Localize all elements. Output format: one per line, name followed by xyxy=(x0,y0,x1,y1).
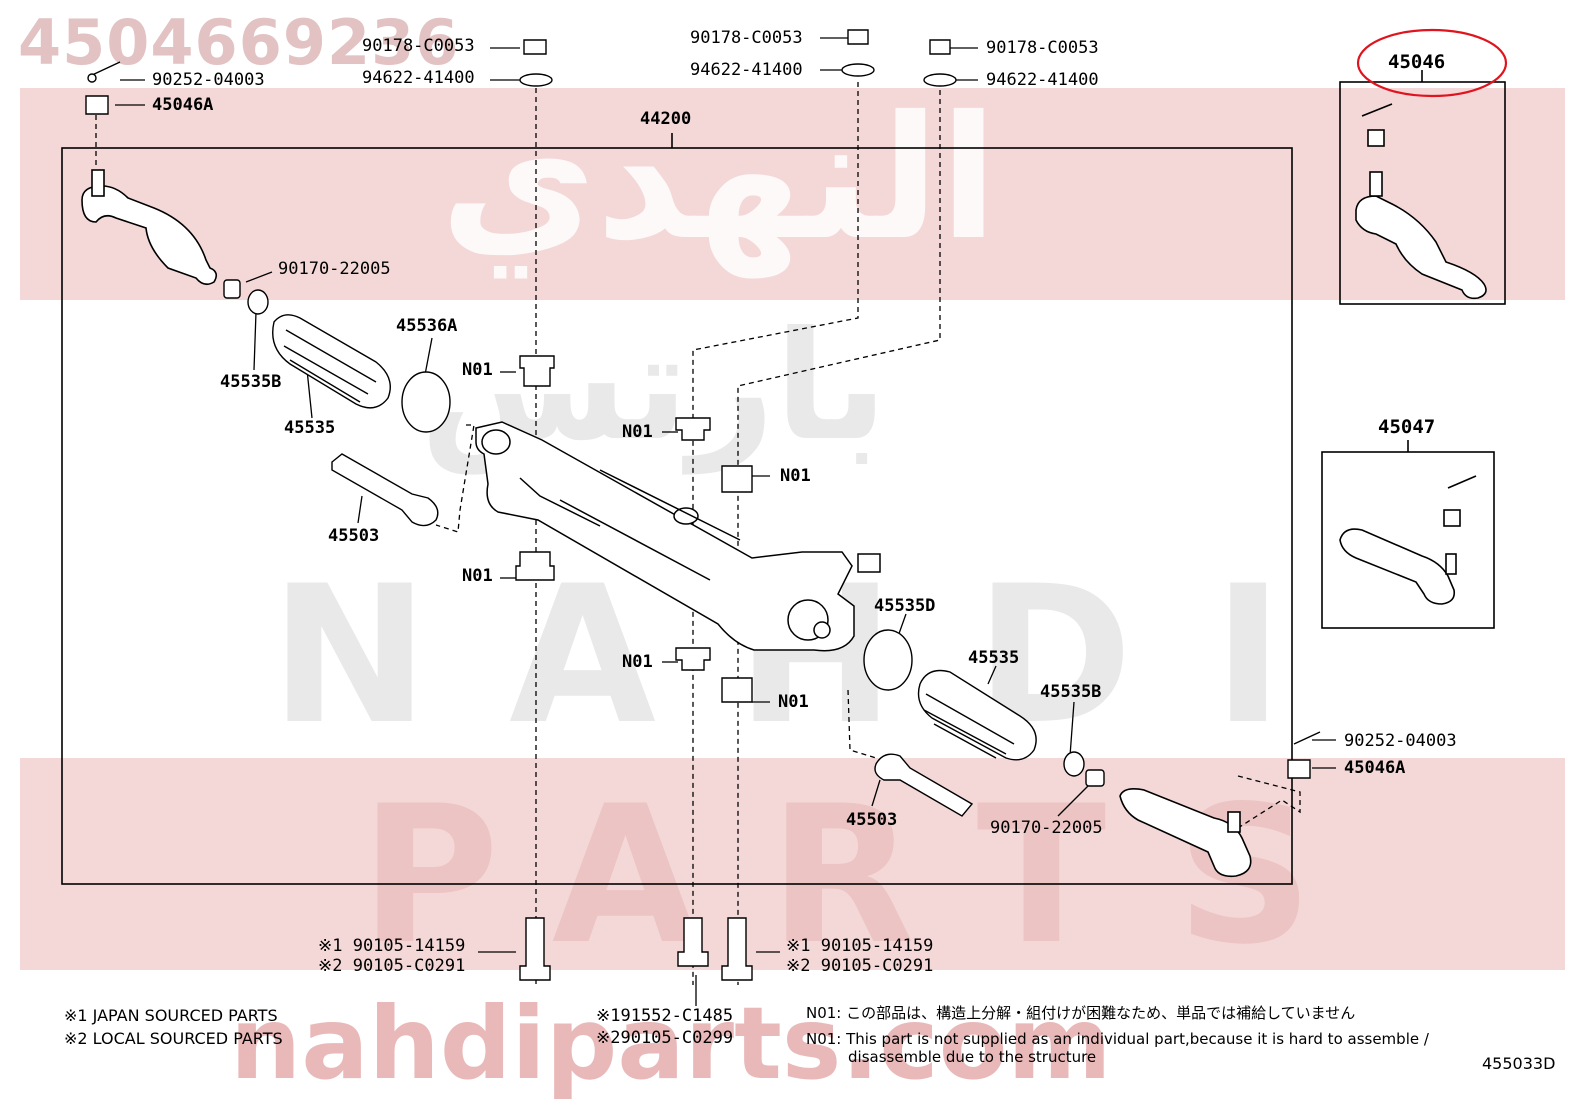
label-bolt-left-1: ※1 90105-14159 xyxy=(318,936,466,956)
nut-90178-mid xyxy=(847,29,869,45)
label-45535D: 45535D xyxy=(874,596,936,616)
label-45503-left: 45503 xyxy=(328,526,380,546)
label-bolt-right-2: ※2 90105-C0291 xyxy=(786,956,934,976)
castle-nut-right xyxy=(1287,759,1311,779)
label-45047: 45047 xyxy=(1378,416,1436,438)
label-45535B-left: 45535B xyxy=(220,372,282,392)
bolt-right xyxy=(721,917,753,981)
nut-90178-right xyxy=(929,39,951,55)
bushing-n01-1 xyxy=(519,355,555,387)
washer-94622-mid xyxy=(841,63,875,77)
note-n01-japanese: N01: この部品は、構造上分解・組付けが困難なため、単品では補給していません xyxy=(806,1004,1356,1022)
label-44200: 44200 xyxy=(640,109,692,129)
label-45536A: 45536A xyxy=(396,316,458,336)
label-bolt-left-2: ※2 90105-C0291 xyxy=(318,956,466,976)
label-bolt-mid-2: ※290105-C0299 xyxy=(596,1028,734,1048)
label-94622-41400-mid: 94622-41400 xyxy=(690,60,803,80)
label-45046A-right: 45046A xyxy=(1344,758,1406,778)
clamp-45535D xyxy=(863,629,913,691)
label-90170-22005-right: 90170-22005 xyxy=(990,818,1103,838)
bolt-left xyxy=(519,917,551,981)
label-90178-c0053-left: 90178-C0053 xyxy=(362,36,475,56)
steering-rack-housing xyxy=(475,421,855,652)
washer-94622-right xyxy=(923,73,957,87)
label-45503-right: 45503 xyxy=(846,810,898,830)
boot-45535-right xyxy=(917,669,1037,761)
label-90170-22005-left: 90170-22005 xyxy=(278,259,391,279)
watermark-arabic-name: النهدي xyxy=(440,80,998,278)
label-n01-3: N01 xyxy=(780,466,811,486)
inner-tie-rod-left xyxy=(331,453,439,527)
tie-rod-end-left xyxy=(81,185,218,286)
part-45046-tie-rod-end xyxy=(1355,195,1487,300)
bolt-middle xyxy=(677,917,709,967)
label-n01-1: N01 xyxy=(462,360,493,380)
label-94622-41400-left: 94622-41400 xyxy=(362,68,475,88)
nut-90170-left xyxy=(223,279,241,299)
label-45535-right: 45535 xyxy=(968,648,1020,668)
label-n01-4: N01 xyxy=(462,566,493,586)
nut-90178-left xyxy=(523,39,547,55)
highlight-circle xyxy=(1356,28,1508,98)
part-number-watermark: 4504669236 xyxy=(18,6,460,79)
clip-45535B-right xyxy=(1063,751,1085,777)
castle-nut-left xyxy=(85,95,109,115)
bushing-n01-5 xyxy=(675,647,711,671)
bushing-n01-3 xyxy=(721,465,753,493)
note-n01-english-line2: disassemble due to the structure xyxy=(848,1048,1097,1066)
label-n01-6: N01 xyxy=(778,692,809,712)
label-94622-41400-right: 94622-41400 xyxy=(986,70,1099,90)
clip-45535B-left xyxy=(247,289,269,315)
label-45046: 45046 xyxy=(1388,51,1446,73)
diagram-code: 455033D xyxy=(1482,1054,1556,1073)
label-45535-left: 45535 xyxy=(284,418,336,438)
note-local-sourced: ※2 LOCAL SOURCED PARTS xyxy=(64,1029,283,1048)
label-45535B-right: 45535B xyxy=(1040,682,1102,702)
bushing-n01-4 xyxy=(515,551,555,581)
label-n01-5: N01 xyxy=(622,652,653,672)
label-90178-c0053-right: 90178-C0053 xyxy=(986,38,1099,58)
label-90178-c0053-mid: 90178-C0053 xyxy=(690,28,803,48)
label-bolt-mid-1: ※191552-C1485 xyxy=(596,1006,734,1026)
watermark-band-top xyxy=(20,88,1565,300)
assembly-frame xyxy=(61,147,1293,885)
inner-tie-rod-right xyxy=(874,753,974,817)
label-45046A-left: 45046A xyxy=(152,95,214,115)
part-45047-tie-rod-end xyxy=(1339,528,1456,605)
note-n01-english-line1: N01: This part is not supplied as an ind… xyxy=(806,1030,1429,1048)
clamp-45536A xyxy=(401,371,451,433)
boot-45535-left xyxy=(272,314,391,409)
nut-90170-right xyxy=(1085,769,1105,787)
bushing-n01-6 xyxy=(721,677,753,703)
bushing-n01-2 xyxy=(675,417,711,441)
label-90252-04003-left: 90252-04003 xyxy=(152,70,265,90)
washer-94622-left xyxy=(519,73,553,87)
watermark-band-bottom xyxy=(20,758,1565,970)
watermark-site: nahdiparts.com xyxy=(230,985,1112,1102)
label-n01-2: N01 xyxy=(622,422,653,442)
label-90252-04003-right: 90252-04003 xyxy=(1344,731,1457,751)
label-bolt-right-1: ※1 90105-14159 xyxy=(786,936,934,956)
tie-rod-end-right xyxy=(1119,788,1252,878)
note-japan-sourced: ※1 JAPAN SOURCED PARTS xyxy=(64,1006,278,1025)
